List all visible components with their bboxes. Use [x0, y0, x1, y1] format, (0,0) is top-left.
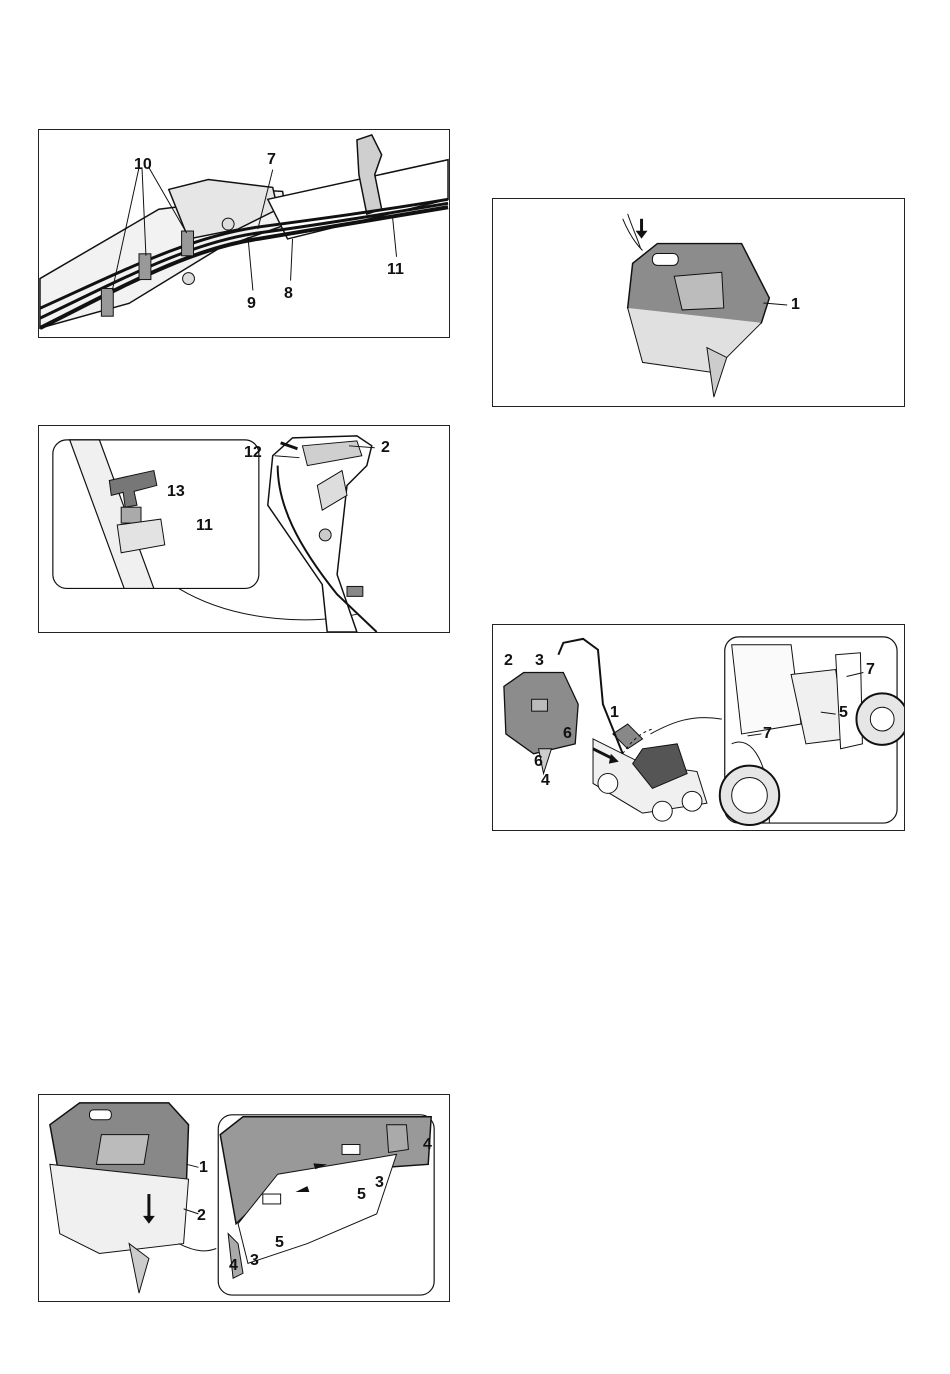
callout-2: 2 — [197, 1208, 206, 1224]
catcher-attach-illustration — [493, 625, 904, 830]
catcher-lid-illustration — [39, 1095, 449, 1301]
callout-4: 4 — [229, 1258, 238, 1274]
callout-10: 10 — [134, 157, 152, 173]
callout-5: 5 — [357, 1187, 366, 1203]
callout-5: 5 — [839, 705, 848, 721]
catcher-top-illustration — [493, 199, 904, 406]
callout-6: 6 — [534, 754, 543, 770]
callout-2: 2 — [504, 653, 513, 669]
callout-2: 2 — [381, 440, 390, 456]
figure-catcher-top: 1 — [492, 198, 905, 407]
callout-4: 4 — [423, 1137, 432, 1153]
callout-1: 1 — [610, 705, 619, 721]
figure-catcher-attach: 2 3 1 6 6 4 7 5 7 — [492, 624, 905, 831]
callout-4: 4 — [541, 773, 550, 789]
cable-routing-illustration — [39, 130, 449, 337]
callout-1: 1 — [791, 297, 800, 313]
callout-1: 1 — [199, 1160, 208, 1176]
figure-cable-routing: 10 7 9 8 11 — [38, 129, 450, 338]
callout-9: 9 — [247, 296, 256, 312]
figure-catcher-lid: 1 2 4 3 5 5 3 4 — [38, 1094, 450, 1302]
callout-5: 5 — [275, 1235, 284, 1251]
callout-7: 7 — [267, 152, 276, 168]
callout-6: 6 — [563, 726, 572, 742]
callout-7: 7 — [866, 662, 875, 678]
callout-3: 3 — [250, 1253, 259, 1269]
callout-12: 12 — [244, 445, 262, 461]
callout-11: 11 — [387, 262, 404, 278]
callout-8: 8 — [284, 286, 293, 302]
figure-handle-starter: 13 11 12 2 — [38, 425, 450, 633]
callout-3: 3 — [535, 653, 544, 669]
callout-13: 13 — [167, 484, 185, 500]
callout-3: 3 — [375, 1175, 384, 1191]
callout-7: 7 — [763, 726, 772, 742]
callout-11: 11 — [196, 518, 213, 534]
